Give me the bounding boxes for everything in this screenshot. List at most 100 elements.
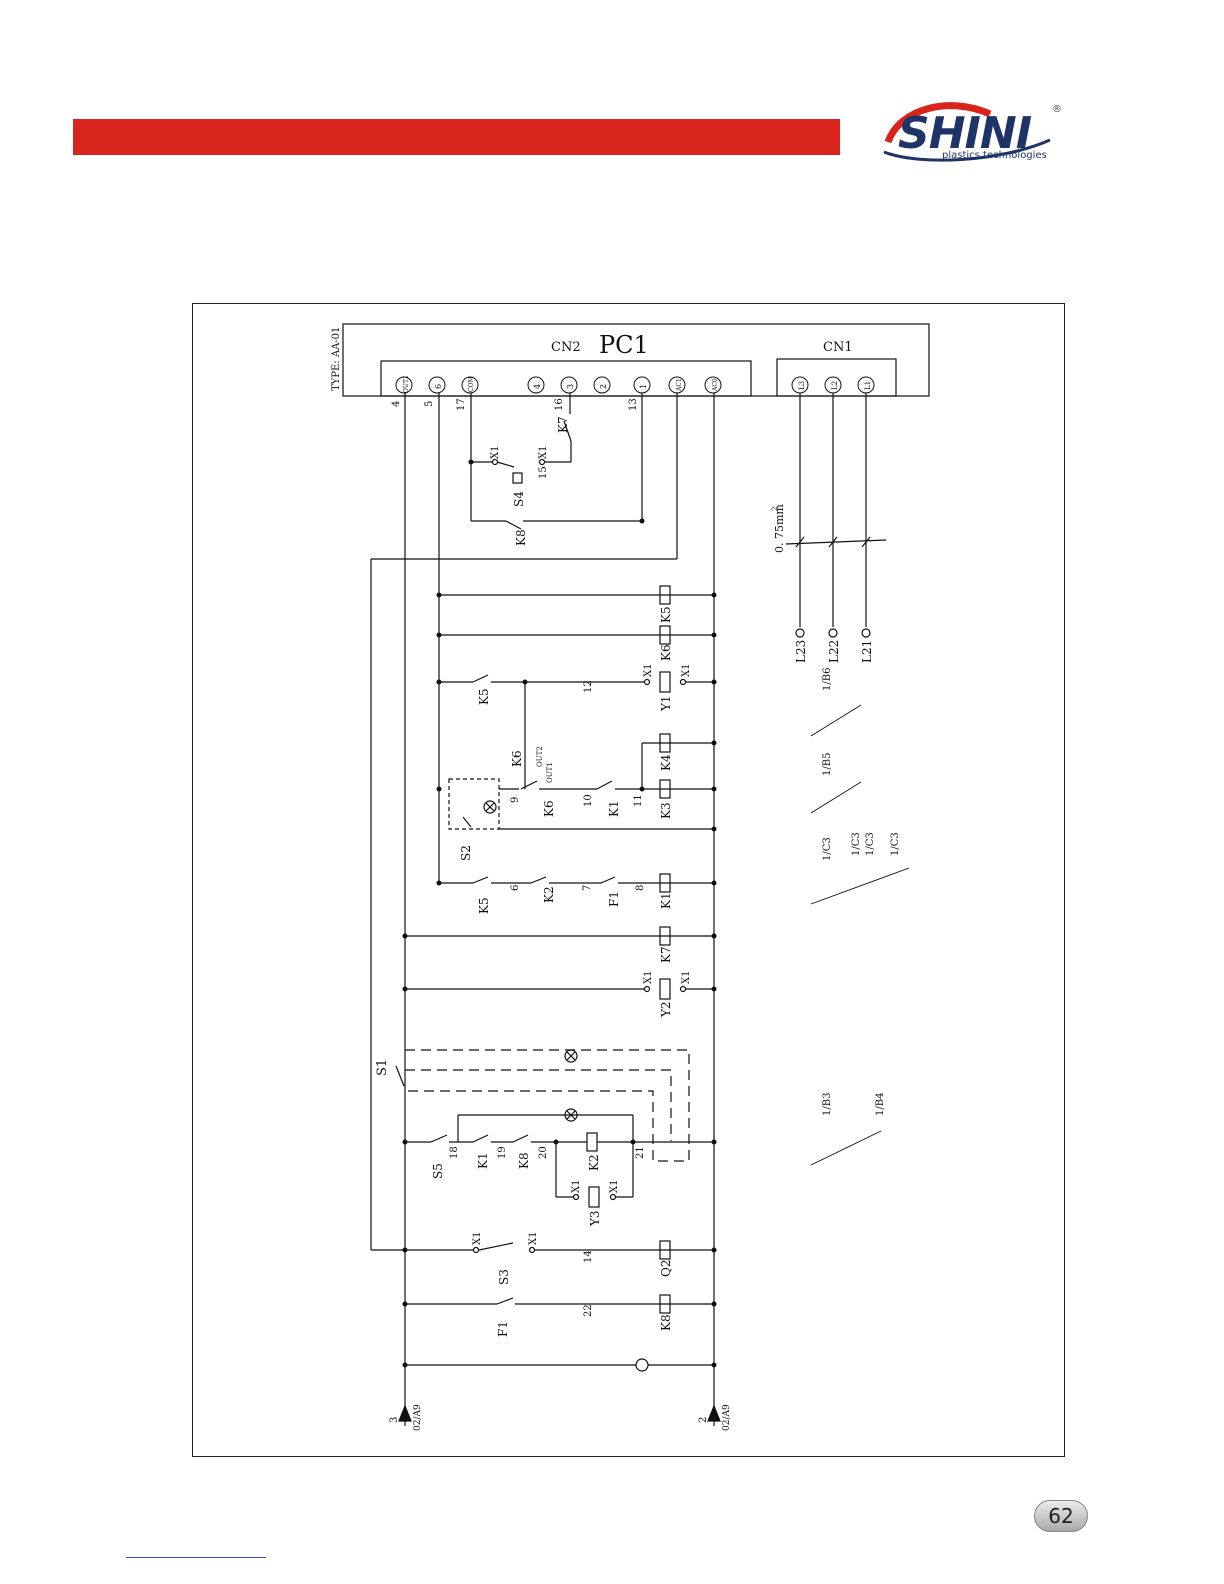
pin-l1: L1: [864, 381, 872, 390]
label-x1-y3a: X1: [571, 1180, 582, 1193]
wire-10: 10: [583, 794, 594, 807]
ref-1-b4: 1/B4: [875, 1093, 886, 1116]
label-k1-a: K1: [607, 800, 621, 817]
label-k2-a: K2: [542, 886, 556, 903]
pin-3: 3: [566, 384, 575, 389]
label-x1-a: X1: [490, 446, 501, 459]
logo-wordmark: SHINI: [898, 108, 1032, 159]
supply-lines: 0. 75mm 2 L23 L22 L21: [771, 393, 887, 663]
registered-mark: ®: [1052, 104, 1062, 115]
pin-2: 2: [599, 384, 608, 389]
contact-references: 1/B6 1/B5 1/C3 1/C3 1/C3 1/C3 1/B3 1/B4: [810, 668, 910, 1166]
label-x1-s3b: X1: [528, 1232, 539, 1245]
terminal-l21: L21: [860, 640, 874, 663]
wire-8: 8: [635, 885, 646, 891]
logo-tagline: plastics technologies: [942, 150, 1047, 161]
rung-y2: Y2 X1 X1: [405, 971, 714, 1018]
terminal-l23: L23: [794, 640, 808, 663]
label-k6-contact: K6: [542, 800, 556, 817]
label-q2: Q2: [659, 1260, 673, 1277]
label-out2: OUT2: [536, 746, 544, 767]
rung-k1: K5 K2 F1 K1 6 7 8: [439, 873, 714, 914]
supply-ref-left: 02/A9: [413, 1404, 423, 1431]
wire-5: 5: [424, 401, 435, 407]
ref-1-c3-b: 1/C3: [851, 832, 862, 856]
label-k4: K4: [659, 754, 673, 771]
cn1-label: CN1: [823, 340, 853, 355]
pin-ac1: AC1: [676, 378, 683, 392]
wire-20: 20: [538, 1146, 549, 1159]
label-k5-a: K5: [477, 688, 491, 705]
ref-1-c3-a: 1/C3: [822, 837, 833, 861]
logo-swoosh-icon: [883, 102, 1051, 162]
label-x1-s3a: X1: [472, 1232, 483, 1245]
wire-11: 11: [633, 794, 644, 807]
pin-com: COM: [468, 376, 475, 392]
pin-ac0: AC0: [712, 378, 719, 392]
wire-22: 22: [583, 1304, 594, 1317]
cn2-pins: OUT1 6 COM 4 3 2 1 AC1 AC0: [395, 375, 722, 394]
label-s2: S2: [459, 845, 473, 861]
rung-k6: K6: [439, 625, 714, 661]
input-logic: K8 S4 K7 X1 X1 4 5 17 16 13 15: [391, 393, 643, 546]
label-k8-top: K8: [514, 529, 528, 546]
label-f1-a: F1: [607, 891, 621, 907]
shini-logo: SHINI ® plastics technologies: [880, 100, 1070, 170]
wire-9: 9: [510, 797, 521, 803]
label-k6-coil: K6: [659, 644, 673, 661]
label-out1: OUT1: [546, 762, 554, 783]
label-k1-coil: K1: [659, 892, 673, 909]
pin-l3: L3: [798, 381, 806, 390]
rung-meter: [405, 1358, 714, 1372]
terminal-l22: L22: [827, 640, 841, 663]
header-bar: [73, 119, 840, 155]
supply-in-3: 3: [389, 1417, 400, 1423]
label-k7-top: K7: [556, 416, 570, 433]
pin-l2: L2: [831, 381, 839, 390]
label-x1-y1b: X1: [681, 664, 692, 677]
s1-selector: S1: [375, 1049, 690, 1162]
label-k8-b: K8: [517, 1152, 531, 1169]
wiring-schematic: TYPE: AA-01 PC1 CN2 CN1 OUT1 6 COM 4 3 2…: [192, 303, 1065, 1457]
wire-19: 19: [497, 1146, 508, 1159]
label-k7-coil: K7: [659, 946, 673, 963]
label-k1-b: K1: [476, 1152, 490, 1169]
ref-1-b3: 1/B3: [822, 1093, 833, 1116]
label-k6-switch: K6: [510, 750, 524, 767]
wire-7: 7: [582, 885, 593, 891]
rung-k8: F1 K8 22: [405, 1294, 714, 1337]
label-f1-b: F1: [496, 1321, 510, 1337]
label-k5-b: K5: [477, 897, 491, 914]
supply-ref-right: 02/A9: [722, 1404, 732, 1431]
supply-in-2: 2: [698, 1417, 709, 1423]
wire-spec: 0. 75mm: [773, 504, 786, 553]
controller-label: PC1: [599, 331, 649, 359]
cn2-label: CN2: [551, 340, 581, 355]
label-x1-y3b: X1: [609, 1180, 620, 1193]
label-s5: S5: [431, 1163, 445, 1179]
label-x1-y2a: X1: [643, 971, 654, 984]
footer-link-line: [126, 1557, 266, 1558]
label-s4: S4: [512, 491, 526, 507]
label-k3: K3: [659, 802, 673, 819]
pin-6: 6: [434, 384, 443, 389]
wire-spec-sup: 2: [771, 507, 779, 511]
pin-4: 4: [533, 384, 542, 389]
wire-16: 16: [554, 398, 565, 411]
wire-18: 18: [449, 1146, 460, 1159]
controller-pc1: TYPE: AA-01 PC1 CN2 CN1: [331, 323, 930, 397]
label-x1-y2b: X1: [681, 971, 692, 984]
wire-4: 4: [391, 401, 402, 407]
label-x1-b: X1: [538, 446, 549, 459]
label-y1: Y1: [659, 695, 673, 712]
wire-6: 6: [510, 885, 521, 891]
rung-k7: K7: [405, 926, 714, 963]
label-s1: S1: [375, 1059, 390, 1076]
wire-17: 17: [456, 398, 467, 411]
label-k8-coil: K8: [659, 1314, 673, 1331]
label-s3: S3: [497, 1269, 511, 1285]
main-rails: [370, 393, 715, 1426]
pin-out1: OUT1: [403, 375, 410, 393]
rung-y1: K5 Y1 12 X1 X1: [439, 664, 714, 789]
junction-dots: [402, 459, 717, 1368]
